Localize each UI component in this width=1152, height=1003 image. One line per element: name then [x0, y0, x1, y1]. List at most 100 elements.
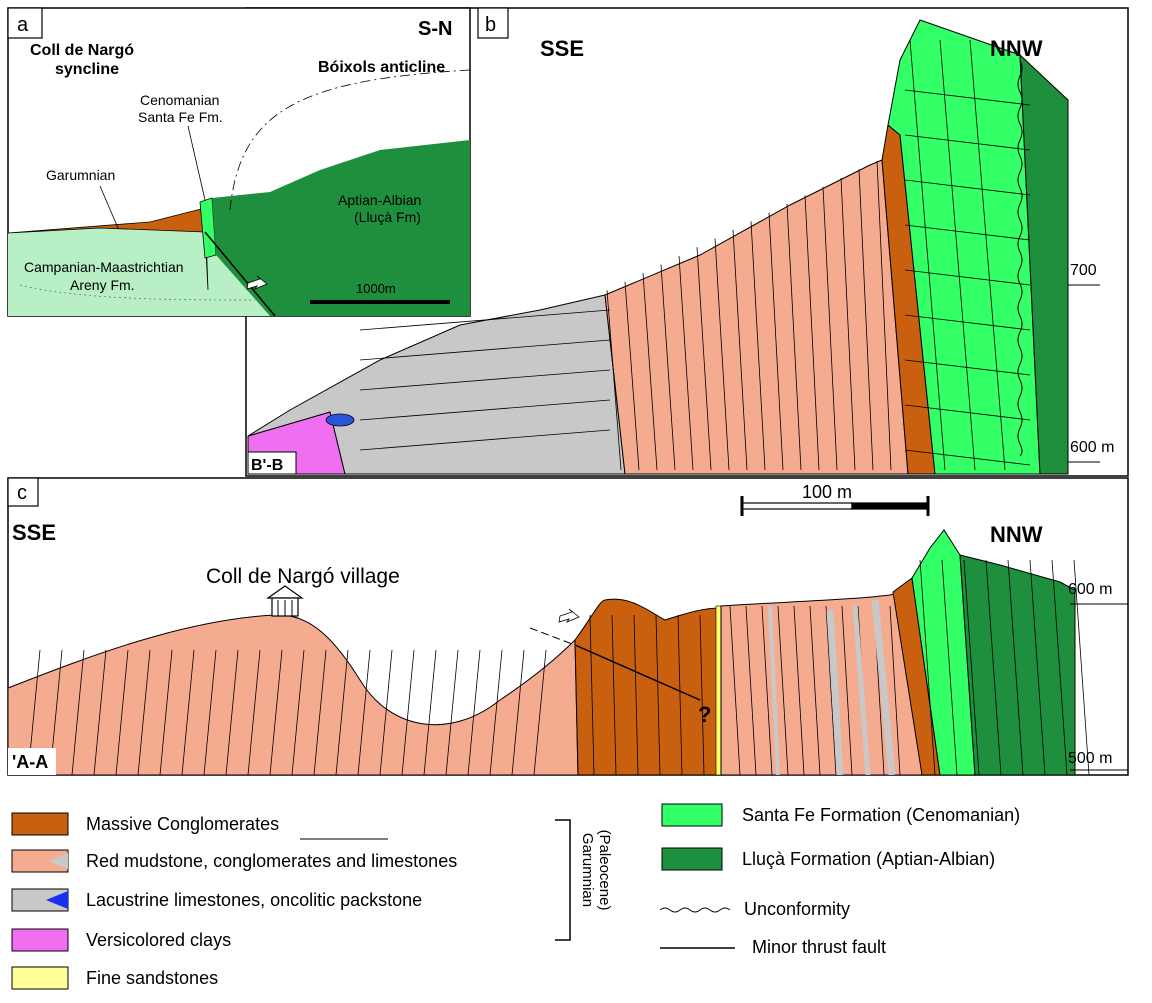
legend-label-red-mudstone: Red mudstone, conglomerates and limeston… — [86, 851, 457, 871]
garumnian-bracket — [555, 819, 571, 941]
bedding-line — [401, 649, 415, 775]
bedding-line — [732, 229, 748, 471]
limestone-bed-1 — [826, 609, 844, 775]
bedding-line — [660, 264, 676, 471]
section-label-b: B'-B — [251, 457, 283, 474]
legend-label-versicolored-clays: Versicolored clays — [86, 930, 231, 950]
bedding-line — [291, 649, 305, 775]
panel-a-cenomanian-2: Santa Fe Fm. — [138, 109, 223, 125]
bedding-line — [611, 614, 617, 775]
massive-conglomerate-unit-c-right — [892, 577, 941, 775]
bedding-line — [359, 309, 611, 331]
bedding-line — [904, 359, 1031, 376]
section-label-box-c — [8, 748, 56, 775]
legend-swatch-red-mudstone-wedge — [48, 853, 68, 869]
legend-label-massive-conglomerates: Massive Conglomerates — [86, 814, 279, 834]
bedding-line — [589, 614, 595, 775]
bedding-line — [761, 605, 773, 775]
scale-bar-100m: 100 m — [740, 482, 930, 516]
bed-trace-a — [19, 284, 256, 301]
panel-b-right-direction: NNW — [990, 36, 1043, 61]
bedding-line — [93, 649, 107, 775]
panel-a-cenomanian-1: Cenomanian — [140, 92, 219, 108]
legend-group-label-1: Garumnian — [579, 833, 596, 907]
legend-label-unconformity: Unconformity — [744, 899, 850, 919]
village-house-icon — [266, 585, 304, 617]
panel-a-letter: a — [17, 14, 29, 36]
bedding-line — [939, 39, 976, 471]
section-label-c: 'A-A — [12, 752, 48, 772]
bedding-line — [247, 649, 261, 775]
bedding-line — [159, 649, 173, 775]
garumnian-unit — [8, 207, 209, 291]
panel-a: a S-N Coll de Nargó syncline Bóixols ant… — [7, 7, 471, 317]
scale-bar-label: 100 m — [802, 482, 852, 502]
thrust-arrow-icon — [246, 275, 268, 290]
bedding-line — [335, 649, 349, 775]
bedding-line — [1029, 559, 1046, 775]
bedding-line — [642, 273, 658, 471]
panel-c-right-direction: NNW — [990, 522, 1043, 547]
panel-a-scale-label: 1000m — [356, 281, 396, 296]
legend-group-label-2: (Paleocene) — [596, 830, 613, 911]
red-mudstone-unit-c-left — [8, 614, 579, 775]
bedding-line — [904, 269, 1031, 286]
panel-b-letter: b — [485, 14, 496, 36]
bedding-line — [359, 369, 611, 391]
oncolitic-packstone-lens — [325, 413, 355, 427]
bedding-line — [181, 649, 195, 775]
panel-c: c SSE NNW Coll de Nargó village ? 600 m … — [7, 477, 1129, 776]
lluca-unit-c — [959, 554, 1076, 775]
bedding-line — [1051, 559, 1068, 775]
panel-a-right-title: Bóixols anticline — [318, 59, 445, 76]
garumnian-leader — [99, 185, 119, 229]
bedding-line — [1007, 559, 1024, 775]
thrust-fault-c — [574, 644, 701, 701]
panel-a-aptian-1: Aptian-Albian — [338, 192, 421, 208]
cenomanian-leader — [187, 125, 206, 201]
bedding-line — [858, 169, 874, 471]
legend-swatch-versicolored-clays — [11, 928, 69, 952]
panel-a-garumnian: Garumnian — [46, 167, 115, 183]
bedding-line — [963, 559, 980, 775]
legend-swatch-lluca — [661, 847, 723, 871]
bedding-line — [633, 614, 639, 775]
panel-a-orientation: S-N — [418, 18, 452, 40]
thrust-fault-extension — [529, 627, 576, 646]
massive-conglomerate-unit-c — [574, 598, 721, 775]
bedding-line — [809, 605, 821, 775]
panel-b-letter-box — [477, 7, 509, 39]
scale-bar-white-segment — [741, 502, 853, 510]
bedding-line — [359, 429, 611, 451]
bedding-line — [137, 649, 151, 775]
bedding-line — [677, 614, 683, 775]
bedding-line — [904, 224, 1031, 241]
legend-swatch-santa-fe — [661, 803, 723, 827]
village-label: Coll de Nargó village — [206, 565, 400, 588]
bedding-line — [904, 314, 1031, 331]
bedding-line — [889, 605, 901, 775]
bedding-line — [699, 614, 705, 775]
legend-label-santa-fe: Santa Fe Formation (Cenomanian) — [742, 805, 1020, 825]
panel-a-letter-box — [7, 7, 43, 39]
bedding-line — [269, 649, 283, 775]
legend-label-thrust: Minor thrust fault — [752, 937, 886, 957]
bedding-line — [606, 290, 622, 471]
bedding-line — [904, 449, 1031, 466]
bedding-line — [203, 649, 217, 775]
legend-swatch-oncolite-wedge — [46, 891, 68, 909]
fine-sandstone-unit — [715, 605, 722, 775]
elev-700-label: 700 — [1070, 262, 1097, 279]
bedding-line — [423, 649, 437, 775]
bedding-line — [822, 186, 838, 471]
bedding-line — [825, 605, 837, 775]
elev-600-label-c: 600 m — [1068, 581, 1112, 598]
legend-label-lluca: Lluçà Formation (Aptian-Albian) — [742, 849, 995, 869]
bedding-line — [1073, 559, 1090, 775]
panel-b-left-direction: SSE — [540, 36, 584, 61]
panel-b: 700 600 m b SSE NNW B'-B — [245, 7, 1129, 477]
bedding-line — [750, 221, 766, 471]
bedding-line — [678, 255, 694, 471]
bedding-line — [909, 39, 946, 471]
